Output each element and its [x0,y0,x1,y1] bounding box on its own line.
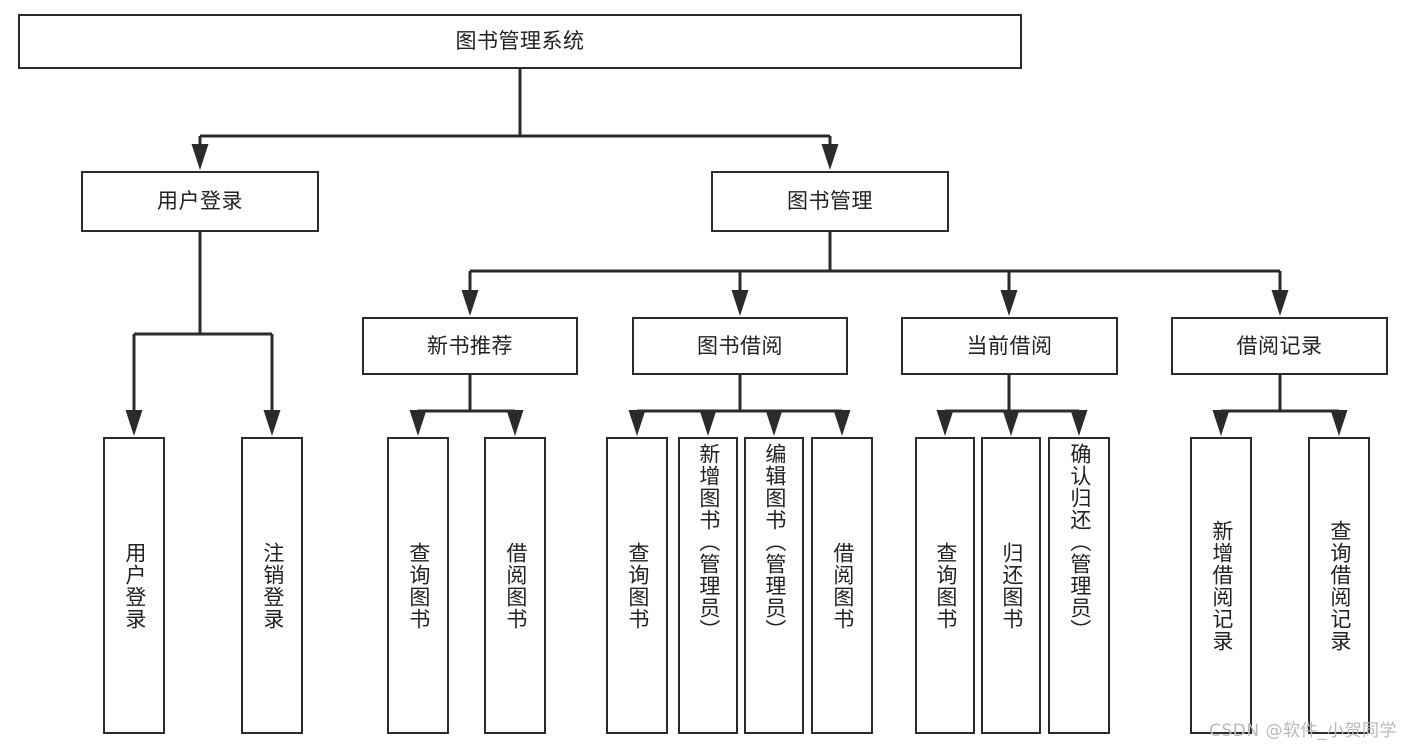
node-label: 新增图书（管理员） [696,443,721,641]
arrowhead-new-book-drop-1 [506,410,524,436]
node-label: 新增借阅记录 [1209,519,1234,652]
arrowhead-current-drop-2 [1070,410,1088,436]
node-l4_11[interactable]: 新增借阅记录 [1190,437,1252,734]
node-label: 编辑图书（管理员） [762,443,787,641]
node-l4_2[interactable]: 查询图书 [387,437,449,734]
arrowhead-book-mgmt-drop-2 [1000,290,1018,316]
node-l4_5[interactable]: 新增图书（管理员） [678,437,738,734]
arrowhead-borrow-drop-0 [628,410,646,436]
node-label: 新书推荐 [427,333,513,358]
node-label: 借阅图书 [830,541,855,630]
node-label: 注销登录 [260,541,285,630]
node-label: 确认归还（管理员） [1067,443,1092,641]
node-l3_0[interactable]: 新书推荐 [362,317,578,375]
node-l4_9[interactable]: 归还图书 [981,437,1041,734]
node-l4_4[interactable]: 查询图书 [606,437,668,734]
node-label: 归还图书 [999,541,1024,630]
node-l4_0[interactable]: 用户登录 [103,437,165,734]
node-l2_1[interactable]: 图书管理 [711,171,949,232]
arrowhead-record-drop-0 [1212,410,1230,436]
node-label: 用户登录 [122,541,147,630]
node-l4_7[interactable]: 借阅图书 [811,437,873,734]
arrowhead-current-drop-0 [936,410,954,436]
node-l4_10[interactable]: 确认归还（管理员） [1048,437,1110,734]
node-l4_1[interactable]: 注销登录 [241,437,303,734]
node-label: 用户登录 [157,189,243,214]
node-l4_6[interactable]: 编辑图书（管理员） [744,437,804,734]
node-root[interactable]: 图书管理系统 [18,14,1022,69]
node-label: 图书管理系统 [455,29,585,54]
node-l4_8[interactable]: 查询图书 [915,437,975,734]
arrowhead-borrow-drop-1 [699,410,717,436]
arrowhead-borrow-drop-3 [833,410,851,436]
node-label: 借阅图书 [503,541,528,630]
arrowhead-root-drop-book-mgmt [821,144,839,170]
node-l3_1[interactable]: 图书借阅 [632,317,848,375]
node-label: 查询图书 [406,541,431,630]
arrowhead-borrow-drop-2 [765,410,783,436]
node-l4_12[interactable]: 查询借阅记录 [1308,437,1370,734]
arrowhead-new-book-drop-0 [409,410,427,436]
arrowhead-user-login-drop-1 [263,410,281,436]
arrowhead-record-drop-1 [1330,410,1348,436]
arrowhead-book-mgmt-drop-1 [731,290,749,316]
node-label: 查询图书 [933,541,958,630]
node-label: 当前借阅 [966,333,1053,358]
node-label: 图书借阅 [697,333,783,358]
arrowhead-user-login-drop-0 [125,410,143,436]
arrowhead-root-drop-user-login [191,144,209,170]
node-label: 查询借阅记录 [1327,519,1352,652]
arrowhead-book-mgmt-drop-3 [1271,290,1289,316]
node-label: 查询图书 [625,541,650,630]
node-label: 借阅记录 [1236,333,1323,358]
node-label: 图书管理 [787,189,873,214]
watermark-text: CSDN @软件_小贺同学 [1209,721,1397,741]
arrowhead-book-mgmt-drop-0 [461,290,479,316]
arrowhead-current-drop-1 [1002,410,1020,436]
node-l2_0[interactable]: 用户登录 [81,171,319,232]
node-l3_3[interactable]: 借阅记录 [1171,317,1388,375]
node-l3_2[interactable]: 当前借阅 [901,317,1118,375]
node-l4_3[interactable]: 借阅图书 [484,437,546,734]
